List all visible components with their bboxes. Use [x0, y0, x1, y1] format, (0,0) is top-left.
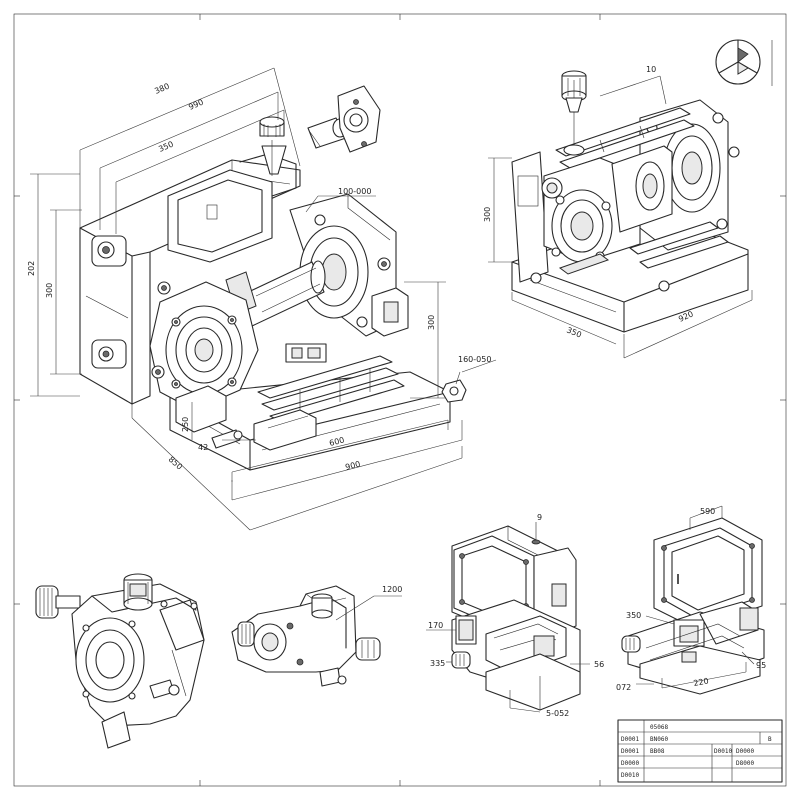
- tb-r5a: D0010: [621, 772, 639, 779]
- dim-main-202: 202: [27, 261, 36, 276]
- dim-main-42: 42: [198, 443, 208, 452]
- dim-main-100-000: 100-000: [338, 187, 371, 196]
- callout-95: 95: [756, 661, 766, 670]
- tb-r4a: D0000: [621, 760, 639, 767]
- projection-symbol: [715, 39, 773, 86]
- callout-590: 590: [700, 507, 715, 516]
- callout-335: 335: [430, 659, 445, 668]
- callout-56: 56: [594, 660, 604, 669]
- main-front-flange: [149, 281, 259, 411]
- tb-r3a: D0001: [621, 748, 639, 755]
- main-top-knob: [259, 116, 287, 176]
- sheet-border: [13, 13, 787, 787]
- title-block: 05068 D0001 BN060 B D0001 BB08 D0010 D00…: [617, 719, 783, 783]
- callout-5-052: 5-052: [546, 709, 569, 718]
- part-bracket: 1200: [231, 585, 402, 687]
- callout-072: 072: [616, 683, 631, 692]
- dim-topright-350: 350: [565, 326, 583, 340]
- dim-main-600: 600: [328, 436, 345, 448]
- top-right-assembly-view: 10 300 350 920: [483, 65, 753, 359]
- main-dimension-lines: [30, 67, 497, 531]
- tb-r3d: D0000: [736, 748, 754, 755]
- dim-main-900: 900: [344, 460, 361, 472]
- callout-220: 220: [693, 676, 710, 688]
- dim-main-850: 850: [167, 455, 184, 472]
- exploded-flange: [307, 85, 381, 153]
- dim-main-350: 350: [157, 140, 175, 154]
- part-frame-assembly: 590 350 95 072 220: [616, 505, 766, 695]
- tb-r2b: BN060: [650, 736, 668, 743]
- topright-dimension-lines: [488, 75, 753, 359]
- tb-r3c: D0010: [714, 748, 732, 755]
- tb-r2a: D0001: [621, 736, 639, 743]
- part-window-housing: 9 170 335 56 5-052: [426, 513, 604, 718]
- tb-r3b: BB08: [650, 748, 665, 755]
- main-assembly-view: 380 990 350 100-000 202 300 300 160-050 …: [27, 67, 497, 531]
- callout-9: 9: [537, 513, 542, 522]
- callout-350: 350: [626, 611, 641, 620]
- callout-1200: 1200: [382, 585, 402, 594]
- tb-r1: 05068: [650, 724, 668, 731]
- topright-knob: [561, 70, 587, 150]
- dim-main-380: 380: [153, 82, 171, 96]
- tb-r4b: D8000: [736, 760, 754, 767]
- part-gear-housing: [35, 573, 205, 749]
- dim-topright-10: 10: [646, 65, 656, 74]
- callout-170: 170: [428, 621, 443, 630]
- dim-main-160-050: 160-050: [458, 355, 491, 364]
- dim-main-250: 250: [181, 417, 190, 432]
- tb-r2c: B: [768, 736, 772, 743]
- dim-main-300-left: 300: [45, 283, 54, 298]
- dim-main-300-right: 300: [427, 315, 436, 330]
- dim-topright-300: 300: [483, 207, 492, 222]
- dim-main-990: 990: [187, 98, 205, 112]
